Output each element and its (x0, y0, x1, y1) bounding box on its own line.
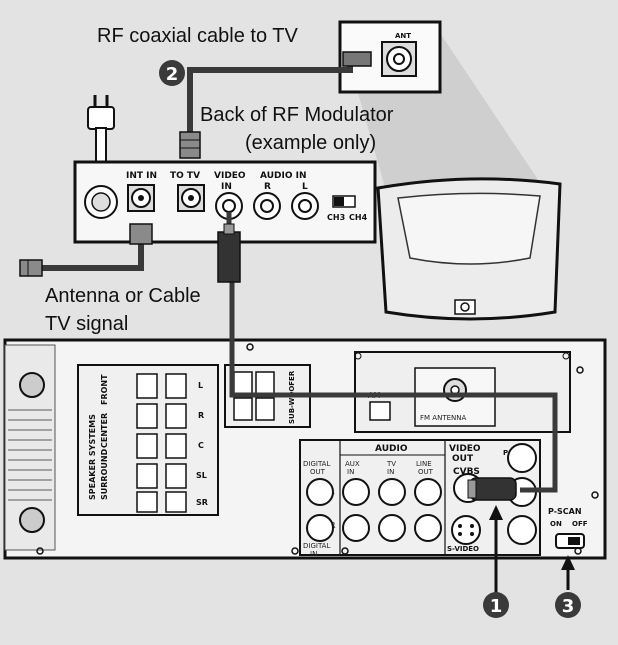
rf-modulator-caption-1: Back of RF Modulator (200, 104, 394, 126)
video-plug-player (469, 477, 517, 501)
audio-in-label: AUDIO IN (260, 171, 306, 181)
digital-in-label-1: DIGITAL (303, 542, 330, 550)
front-label: FRONT (100, 374, 109, 405)
video-plug-modulator (217, 231, 241, 283)
audio-label: AUDIO (375, 444, 408, 454)
svg-text:1: 1 (490, 596, 503, 617)
audio-l-label: L (302, 182, 308, 192)
p-scan-label: P-SCAN (548, 507, 582, 516)
video-in-label: IN (221, 182, 232, 192)
rf-cable-plug-tv (342, 51, 372, 67)
spk-sl-label: SL (196, 471, 207, 480)
svg-text:3: 3 (562, 596, 575, 617)
aux-in-label-2: IN (347, 468, 354, 476)
digital-out-label-2: OUT (310, 468, 326, 476)
antenna-cable (36, 238, 144, 271)
audio-r-label: R (264, 182, 271, 192)
int-in-label: INT IN (126, 171, 157, 181)
tv-in-label-2: IN (387, 468, 394, 476)
pr-label: Pr (503, 449, 512, 457)
tv-antenna-input-detail: ANT (338, 20, 442, 94)
spk-l-label: L (198, 381, 203, 390)
tv-in-label-1: TV (386, 460, 396, 468)
spk-r-label: R (198, 411, 204, 420)
ch3-label: CH3 (327, 213, 345, 222)
dvd-player-back-panel: SPEAKER SYSTEMS SURROUND CENTER FRONT L … (3, 338, 607, 560)
rf-modulator-caption-2: (example only) (245, 132, 377, 154)
to-tv-label: TO TV (170, 171, 200, 181)
marker-2: 2 (159, 60, 185, 86)
surround-label: SURROUND (100, 448, 109, 500)
video-out-label-1: VIDEO (449, 444, 481, 454)
antenna-caption-1: Antenna or Cable (45, 285, 201, 307)
marker-3: 3 (555, 592, 581, 618)
off-label: OFF (572, 520, 588, 528)
power-plug (87, 95, 115, 169)
antenna-caption-2: TV signal (45, 313, 129, 335)
speaker-systems-label: SPEAKER SYSTEMS (88, 414, 97, 500)
ch4-label: CH4 (349, 213, 368, 222)
line-out-label-2: OUT (418, 468, 434, 476)
spk-sr-label: SR (196, 498, 208, 507)
antenna-plug-end (19, 259, 43, 277)
rf-cable-caption: RF coaxial cable to TV (97, 25, 298, 47)
tv-ant-label: ANT (395, 32, 411, 40)
antenna-plug-modulator (129, 223, 153, 245)
digital-in-label-2: IN (310, 550, 317, 558)
on-label: ON (550, 520, 562, 528)
center-label: CENTER (100, 413, 109, 448)
marker-1: 1 (483, 592, 509, 618)
line-out-label-1: LINE (416, 460, 432, 468)
video-out-label-2: OUT (452, 454, 474, 464)
spk-c-label: C (198, 441, 204, 450)
svg-text:2: 2 (166, 64, 179, 85)
digital-out-label-1: DIGITAL (303, 460, 330, 468)
s-video-label: S-VIDEO (447, 545, 479, 553)
tv-set (376, 177, 562, 321)
fm-antenna-label: FM ANTENNA (420, 414, 466, 422)
video-label: VIDEO (214, 171, 246, 181)
rf-cable-plug-modulator (179, 131, 201, 159)
cvbs-label: CVBS (453, 467, 480, 477)
aux-in-label-1: AUX (345, 460, 360, 468)
